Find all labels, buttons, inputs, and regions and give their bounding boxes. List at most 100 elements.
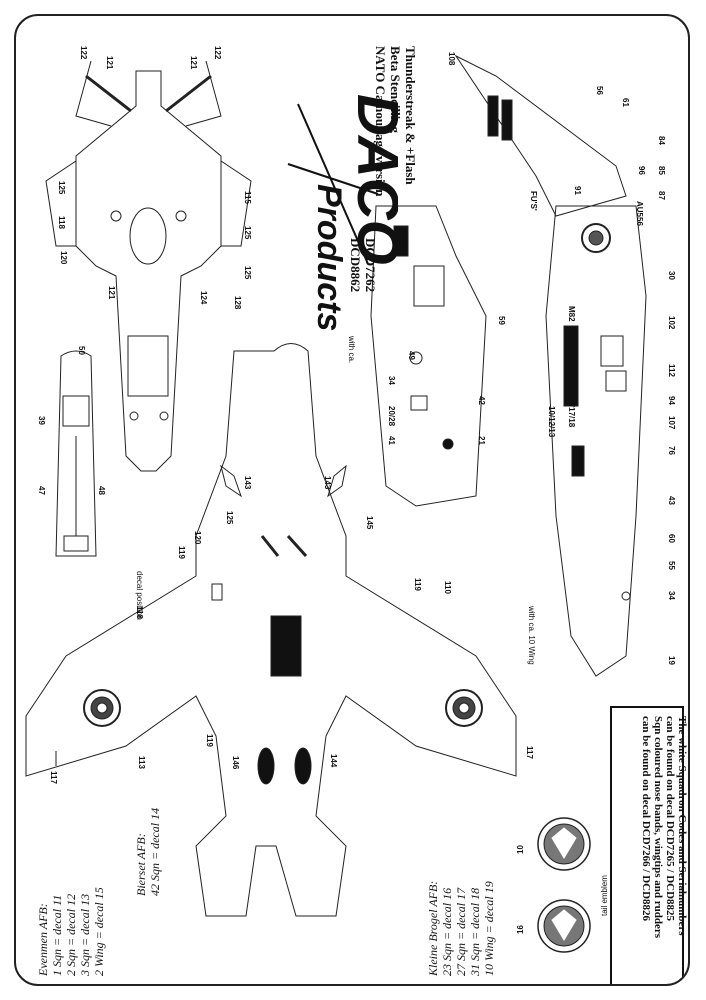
callout-label: 120	[59, 251, 68, 265]
legend-line: 10 Wing = decal 19	[482, 881, 496, 976]
cockpit-side-drawing	[370, 205, 487, 507]
callout-label: 41	[387, 436, 396, 445]
callout-label: 87	[657, 191, 666, 200]
decal-sheet: DACO Products Thunderstreak & +Flash Bet…	[14, 14, 690, 986]
callout-label: 84	[657, 136, 666, 145]
callout-label: 125	[243, 266, 252, 280]
callout-label: 122	[213, 46, 222, 60]
legend-line: 2 Sqn = decal 12	[64, 893, 78, 976]
callout-label: 121	[107, 286, 116, 300]
notice-line: can be found on decal DCD7265 / DCD8825	[664, 716, 676, 922]
callout-label: 146	[231, 756, 240, 770]
callout-label: 144	[329, 754, 338, 768]
fin-drawing	[454, 54, 627, 217]
insignia-note: tail emblem	[600, 875, 609, 916]
callout-label: 143	[323, 476, 332, 490]
callout-label: 61	[621, 98, 630, 107]
callout-label: 145	[365, 516, 374, 530]
callout-label: 113	[137, 756, 146, 769]
callout-label: 122	[79, 46, 88, 60]
notice-box	[610, 706, 684, 984]
callout-label: 39	[37, 416, 46, 425]
callout-label: 118	[57, 216, 66, 229]
callout-label: 76	[667, 446, 676, 455]
legend-line: 3 Sqn = decal 13	[78, 893, 92, 976]
callout-label: 91	[573, 186, 582, 195]
callout-label: 119	[177, 546, 186, 559]
product-title-line: Beta Stencilling	[388, 46, 403, 134]
callout-label: 42	[477, 396, 486, 405]
callout-label: 143	[243, 476, 252, 490]
legend-heading: Bierset AFB:	[134, 833, 148, 896]
air-force-legend-left-sub: Bierset AFB: 42 Sqn = decal 14	[134, 808, 162, 896]
nose-detail-drawing	[55, 350, 97, 557]
notice-line: The white Squadron Codes and Serialnumbe…	[676, 716, 688, 936]
callout-label: 49	[407, 351, 416, 360]
callout-label: 107	[667, 416, 676, 430]
legend-line: 1 Sqn = decal 11	[50, 894, 64, 976]
notice-text: The white Squadron Codes and Serialnumbe…	[640, 716, 688, 938]
callout-label: 19	[667, 656, 676, 665]
legend-line: 23 Sqn = decal 16	[440, 887, 454, 976]
callout-label: 18/17/18	[567, 396, 576, 428]
callout-label: M82	[567, 306, 576, 322]
notice-line: Sqn coloured nose bands, wingtips and ru…	[652, 716, 664, 939]
product-title-line: Thunderstreak & +Flash	[403, 46, 418, 185]
logo-lettering-sub: Products	[310, 184, 348, 331]
callout-label: 43	[667, 496, 676, 505]
callout-label: 21	[477, 436, 486, 445]
aircraft-drawings	[25, 54, 647, 953]
callout-label: 48	[97, 486, 106, 495]
callout-label: 55	[667, 561, 676, 570]
callout-label: 110	[443, 581, 452, 594]
legend-heading: Kleine Brogel AFB:	[426, 880, 440, 976]
product-code: DCD8862	[348, 238, 363, 293]
callout-label: 108	[447, 52, 456, 66]
callout-label: 112	[667, 364, 676, 377]
callout-label: 125	[225, 511, 234, 525]
legend-line: 2 Wing = decal 15	[92, 887, 106, 976]
callout-label: 34	[667, 591, 676, 600]
callout-label: 10/12/13	[547, 406, 556, 438]
callout-label: 117	[49, 771, 58, 784]
callout-label: 117	[525, 746, 534, 759]
callout-label: FU'S'	[529, 191, 538, 211]
callout-label: 119	[205, 734, 214, 747]
callout-label: 121	[189, 56, 198, 70]
callout-label: 121	[105, 56, 114, 70]
callout-label: 119	[413, 578, 422, 591]
callout-label: 59	[497, 316, 506, 325]
product-title: Thunderstreak & +Flash Beta Stencilling …	[373, 46, 418, 196]
callout-label: 115	[243, 191, 252, 204]
small-note: with ca. 10 Wing	[527, 606, 536, 665]
legend-heading: Evenmen AFB:	[36, 903, 50, 976]
air-force-legend-right: Kleine Brogel AFB: 23 Sqn = decal 16 27 …	[426, 881, 496, 976]
legend-line: 27 Sqn = decal 17	[454, 887, 468, 976]
air-force-legend-left: Evenmen AFB: 1 Sqn = decal 11 2 Sqn = de…	[36, 887, 106, 976]
callout-label: 94	[667, 396, 676, 405]
fuselage-side-drawing	[545, 205, 647, 677]
callout-label: 30	[667, 271, 676, 280]
callout-label: 50	[77, 346, 86, 355]
callout-label: 125	[243, 226, 252, 240]
legend-line: 31 Sqn = decal 18	[468, 887, 482, 976]
small-note: decal position	[135, 571, 144, 620]
product-codes: DCD7262 DCD8862	[348, 238, 378, 292]
callout-label: 120	[193, 531, 202, 545]
callout-label: 128	[233, 296, 242, 310]
callout-label: 60	[667, 534, 676, 543]
callout-label: 124	[199, 291, 208, 305]
small-note: with ca.	[347, 336, 356, 364]
notice-line: can be found on decal DCD7266 / DCD8826	[640, 716, 652, 922]
top-view-drawing	[45, 60, 252, 472]
callout-label: 20/28	[387, 406, 396, 427]
underside-plan-drawing	[25, 343, 517, 917]
callout-label: 125	[57, 181, 66, 195]
callout-label: 96	[637, 166, 646, 175]
callout-label: 56	[595, 86, 604, 95]
callout-label: AU556	[635, 201, 644, 226]
callout-label: 85	[657, 166, 666, 175]
callout-label: 47	[37, 486, 46, 495]
insignia-label: 10	[516, 845, 525, 854]
callout-label: 102	[667, 316, 676, 330]
